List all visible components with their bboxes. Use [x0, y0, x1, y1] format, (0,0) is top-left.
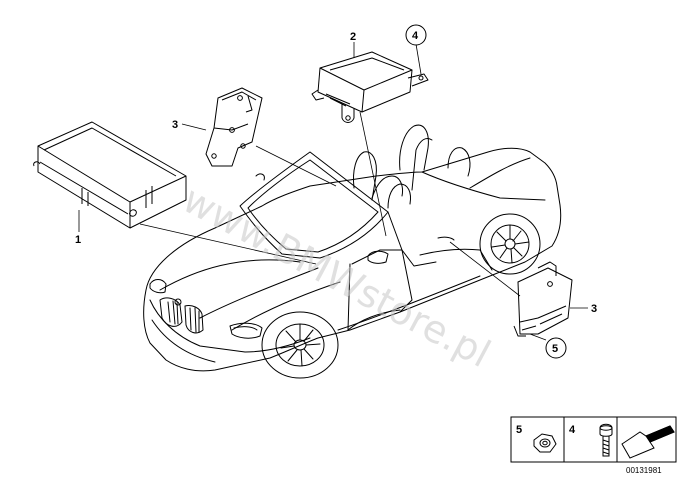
callout-4: 4	[412, 30, 419, 42]
callout-2: 2	[350, 31, 356, 43]
watermark: www.BMWstore.pl	[176, 177, 498, 376]
callout-1: 1	[75, 234, 81, 246]
part-3-bracket-upper	[205, 87, 263, 167]
car-illustration	[143, 124, 562, 379]
reference-number: 00131981	[626, 466, 662, 475]
callout-5-circle	[545, 337, 567, 359]
legend-label-5: 5	[516, 424, 522, 436]
callout-3-upper: 3	[172, 119, 178, 131]
callouts: 1 2 3 3 4 5	[75, 24, 597, 359]
direction-arrow-icon	[621, 425, 675, 459]
callout-3-lower: 3	[591, 303, 597, 315]
part-1-control-unit	[33, 121, 187, 229]
part-2-airbag-module	[311, 51, 429, 123]
screw-icon	[599, 423, 613, 457]
legend-label-4: 4	[569, 424, 576, 436]
legend-box: 5 4	[510, 416, 677, 463]
part-3-bracket-lower	[513, 261, 573, 337]
callout-5: 5	[552, 343, 558, 355]
callout-4-circle	[405, 24, 427, 46]
leader-lines	[78, 42, 588, 341]
nut-icon	[533, 433, 557, 453]
